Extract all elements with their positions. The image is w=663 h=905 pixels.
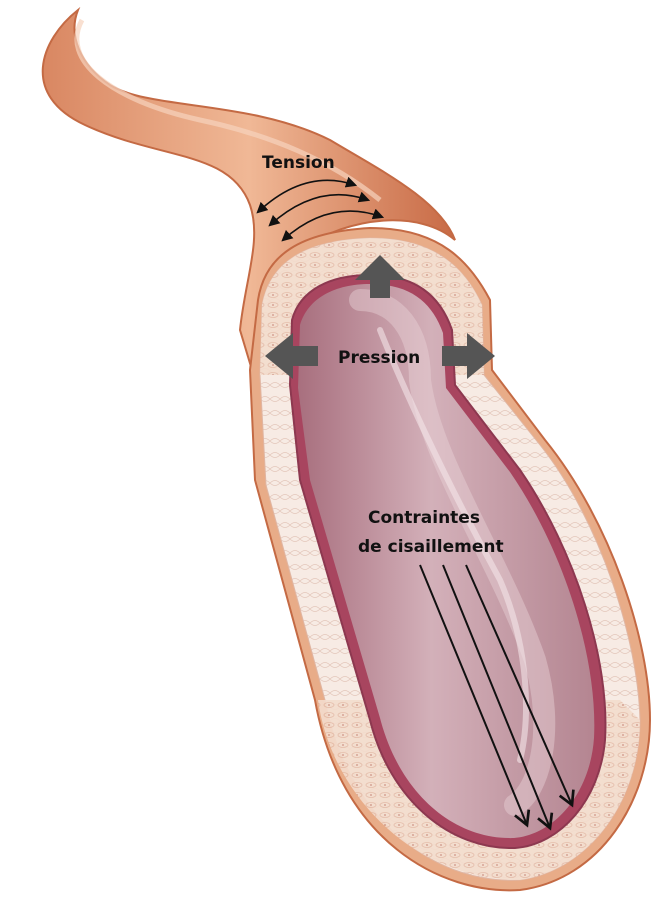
label-shear-line1: Contraintes [368, 508, 480, 528]
label-pressure: Pression [338, 348, 420, 368]
label-shear-line2: de cisaillement [358, 537, 504, 557]
label-tension: Tension [262, 153, 335, 173]
